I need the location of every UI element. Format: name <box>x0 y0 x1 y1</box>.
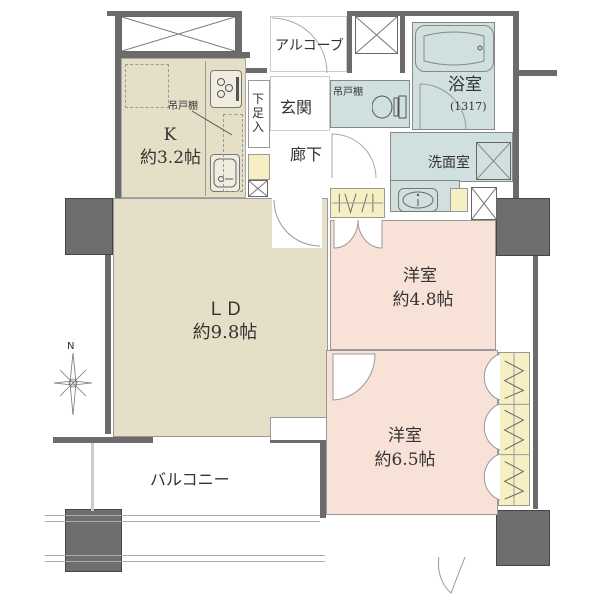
shoe-box <box>248 80 270 148</box>
pipe-shaft-washroom <box>471 187 497 220</box>
wall-left-mid <box>105 254 111 434</box>
balcony-rail-3 <box>45 555 325 556</box>
storage-yellow-small <box>248 154 270 180</box>
washbasin-icon <box>398 188 438 212</box>
pipe-shaft-top-mid <box>355 16 398 54</box>
wall-storage2-left <box>347 11 352 73</box>
ld-name: ＬＤ <box>207 299 243 320</box>
toilet <box>330 80 410 128</box>
pillar-left-lower <box>65 509 122 572</box>
kitchen-fridge-space <box>125 64 169 108</box>
compass-north-label: N <box>67 341 75 352</box>
ld-notch <box>270 417 331 440</box>
pipe-shaft-kitchen <box>248 180 268 197</box>
toilet-icon <box>372 95 407 119</box>
wall-ld-bottom-right <box>270 437 326 443</box>
wall-storage2-right <box>400 11 405 73</box>
wall-right-upper <box>513 11 519 201</box>
kitchen-cabinet-leader <box>191 110 233 136</box>
stove-icon <box>210 70 242 108</box>
kitchen-cabinet-outline <box>223 114 243 192</box>
shoe-box-label: 下足入 <box>251 92 264 134</box>
closet1-doors <box>333 220 383 249</box>
western1-area: 約4.8帖 <box>392 290 454 310</box>
western1-name: 洋室 <box>403 266 437 286</box>
compass-rose-icon <box>53 353 93 415</box>
exterior-door-swing <box>438 556 466 594</box>
washer-space <box>476 142 511 180</box>
alcove <box>270 16 347 72</box>
western2-name: 洋室 <box>388 426 422 446</box>
bathroom <box>412 22 495 130</box>
wall-kitchen-top <box>115 52 250 58</box>
ld-area: 約9.8帖 <box>192 322 258 343</box>
kitchen-cabinet-label: 吊戸棚 <box>168 101 198 112</box>
balcony-rail-4 <box>45 561 325 562</box>
pillar-left-upper <box>65 198 113 255</box>
bathtub-icon <box>415 25 494 72</box>
western-room-1 <box>330 220 496 350</box>
balcony-rail-1 <box>45 515 320 516</box>
hallway-label: 廊下 <box>290 145 323 164</box>
washroom-storage <box>450 188 468 212</box>
wall-storage-right <box>236 11 242 58</box>
pillar-right-upper <box>496 198 550 256</box>
toilet-cabinet-label: 吊戸棚 <box>333 87 363 98</box>
wall-balcony-right <box>320 437 326 518</box>
balcony-rail-left <box>91 443 94 511</box>
western2-area: 約6.5帖 <box>374 450 436 470</box>
alcove-door-swing <box>271 17 328 74</box>
wall-left-upper <box>115 11 121 201</box>
alcove-label: アルコーブ <box>275 38 344 54</box>
wall-ld-bottom-left <box>53 437 153 443</box>
bathroom-label: 浴室 <box>448 75 482 95</box>
ld-door-swing <box>272 198 322 248</box>
wall-top-right <box>347 11 518 16</box>
closet-western2 <box>498 352 530 506</box>
wall-alcove-top <box>242 68 267 73</box>
wall-top-left <box>107 11 242 16</box>
entrance-label: 玄関 <box>280 98 313 117</box>
balcony-label: バルコニー <box>150 470 230 489</box>
kitchen-area: 約3.2帖 <box>139 148 202 168</box>
wall-right-mid <box>533 254 538 509</box>
kitchen-counter <box>205 61 246 196</box>
pillar-right-lower <box>496 510 550 566</box>
entrance <box>270 76 330 131</box>
closet-western1 <box>330 188 385 218</box>
hallway-door-swing <box>331 133 377 179</box>
kitchen-name: K <box>163 125 177 145</box>
pipe-shaft-top-left <box>121 16 236 52</box>
wall-right-stub <box>519 70 557 76</box>
closet2-doors <box>483 353 500 501</box>
balcony-rail-2 <box>45 521 320 522</box>
bathroom-size: (1317) <box>450 100 487 113</box>
washroom-label: 洗面室 <box>428 155 470 171</box>
bath-door-swing <box>419 83 467 131</box>
western2-door-swing <box>332 353 376 401</box>
